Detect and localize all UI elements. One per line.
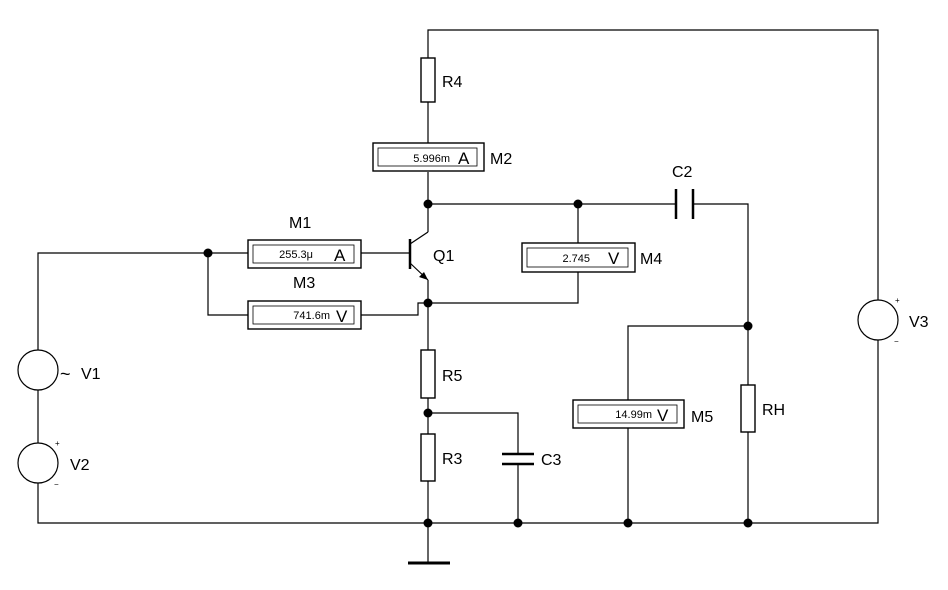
junction-ground-c3 [513, 518, 523, 528]
source-v1[interactable] [17, 349, 59, 391]
wire-c2-rh [693, 203, 749, 385]
capacitor-c3[interactable] [502, 452, 534, 466]
meter-m2[interactable]: 5.996m A [372, 142, 485, 172]
emitter-arrow-icon [419, 272, 428, 280]
label-m1: M1 [289, 215, 311, 232]
junction-rh-top [743, 321, 753, 331]
capacitor-c2[interactable] [674, 189, 695, 219]
wire-m5-top [627, 325, 748, 400]
junction-r5-r3 [423, 408, 433, 418]
label-r4: R4 [442, 74, 463, 91]
v2-minus-sign: − [54, 480, 59, 489]
wires [37, 29, 879, 562]
label-v3: V3 [909, 314, 929, 331]
label-v1: V1 [81, 366, 101, 383]
label-v2: V2 [70, 457, 90, 474]
wire-m3-right [361, 302, 428, 316]
meter-m2-value: 5.996m [413, 153, 450, 165]
resistor-r4[interactable] [420, 57, 436, 103]
label-m2: M2 [490, 151, 512, 168]
resistor-rh[interactable] [740, 384, 756, 433]
meter-m1-value: 255.3μ [279, 249, 313, 261]
resistor-r5[interactable] [420, 349, 436, 399]
label-m3: M3 [293, 275, 315, 292]
v3-plus-sign: + [895, 296, 900, 305]
v2-plus-sign: + [55, 439, 60, 448]
wire-m4-bottom [428, 272, 579, 304]
junction-ground-r3 [423, 518, 433, 528]
wire-ground-rail [37, 340, 879, 524]
label-m5: M5 [691, 409, 713, 426]
wire-m3-left [207, 253, 248, 316]
label-c2: C2 [672, 164, 693, 181]
meter-m4[interactable]: 2.745 V [521, 242, 636, 273]
meter-m5[interactable]: 14.99m V [572, 399, 685, 429]
label-rh: RH [762, 402, 785, 419]
sine-icon: ~ [60, 364, 71, 384]
meter-m3[interactable]: 741.6m V [247, 300, 362, 330]
meter-m1-unit: A [334, 246, 346, 265]
junction-base-input [203, 248, 213, 258]
junction-collector [423, 199, 433, 209]
junction-ground-rh [743, 518, 753, 528]
meter-m2-unit: A [458, 149, 470, 168]
v3-minus-sign: − [894, 337, 899, 346]
junctions [203, 199, 753, 528]
meter-m3-unit: V [336, 307, 348, 326]
resistor-r3[interactable] [420, 433, 436, 482]
meter-m5-unit: V [657, 406, 669, 425]
junction-m4 [573, 199, 583, 209]
label-m4: M4 [640, 251, 662, 268]
junction-ground-m5 [623, 518, 633, 528]
source-v2[interactable] [17, 442, 59, 484]
meter-m1[interactable]: 255.3μ A [247, 239, 362, 269]
meter-m3-value: 741.6m [293, 310, 330, 322]
meter-m4-value: 2.745 [562, 253, 590, 265]
label-r3: R3 [442, 451, 463, 468]
meter-m5-value: 14.99m [615, 409, 652, 421]
wire-input [37, 252, 248, 350]
transistor-q1[interactable] [408, 231, 429, 303]
source-v3[interactable] [857, 299, 899, 341]
wire-top-rail [427, 29, 879, 300]
label-q1: Q1 [433, 248, 454, 265]
label-r5: R5 [442, 368, 463, 385]
meter-m4-unit: V [608, 249, 620, 268]
label-c3: C3 [541, 452, 562, 469]
wire-c3-top [428, 412, 519, 454]
